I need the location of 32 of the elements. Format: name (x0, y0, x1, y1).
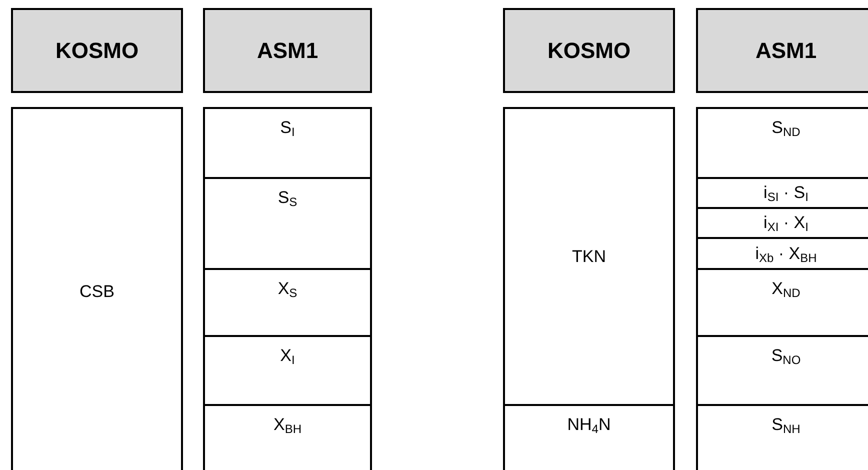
cell-text: S$_{ND}$ (772, 118, 800, 138)
column-header (203, 8, 372, 93)
cell-text: CSB (80, 282, 114, 302)
table-cell (203, 268, 372, 337)
cell-text: NH$_{4}$N (567, 415, 611, 435)
header-text: ASM1 (256, 38, 318, 64)
cell-text: X$_{S}$ (278, 279, 298, 299)
table-cell (696, 107, 868, 179)
table-cell (203, 177, 372, 270)
cell-text: i$_{XI}$ · X$_{I}$ (764, 213, 808, 233)
cell-text: TKN (572, 246, 606, 266)
table-cell (503, 107, 675, 406)
cell-text: S$_{NO}$ (771, 346, 801, 366)
table-cell (203, 335, 372, 406)
header-text: ASM1 (755, 38, 817, 64)
cell-text: X$_{I}$ (280, 346, 295, 366)
table-cell (503, 404, 675, 470)
table-cell (203, 107, 372, 179)
cell-text: X$_{ND}$ (772, 279, 800, 299)
header-text: KOSMO (547, 38, 631, 64)
header-text: KOSMO (55, 38, 139, 64)
column-header (11, 8, 183, 93)
cell-text: X$_{BH}$ (273, 415, 302, 435)
cell-text: S$_{I}$ (280, 118, 295, 138)
cell-text: S$_{S}$ (278, 188, 298, 208)
column-header (696, 8, 868, 93)
table-cell (203, 404, 372, 470)
cell-text: i$_{SI}$ · S$_{I}$ (764, 183, 808, 203)
cell-text: i$_{Xb}$ · X$_{BH}$ (755, 244, 817, 264)
table-cell (11, 107, 183, 470)
column-header (503, 8, 675, 93)
cell-text: S$_{NH}$ (772, 415, 800, 435)
